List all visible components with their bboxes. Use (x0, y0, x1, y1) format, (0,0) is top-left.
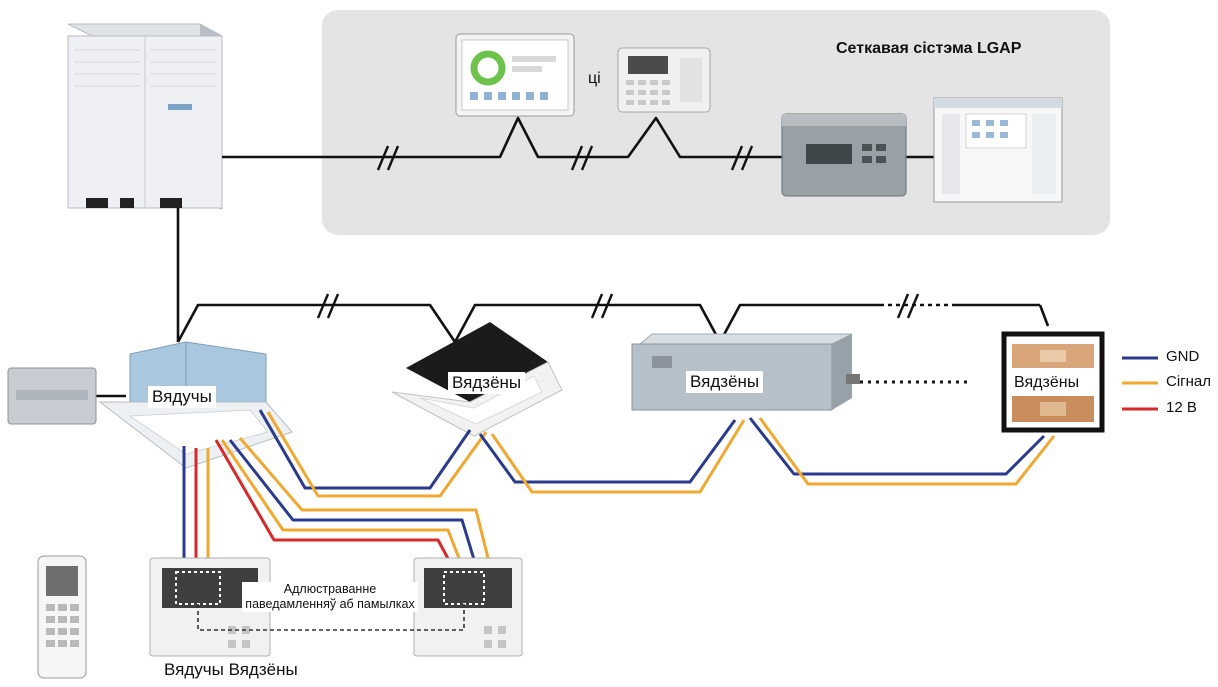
slave-unit-label-3: Вядзёны (1012, 373, 1082, 393)
gateway-unit (781, 113, 907, 197)
break-marks (316, 145, 920, 319)
legend-signal-label: Сігнал (1166, 373, 1212, 390)
network-title: Сеткавая сістэма LGAP (836, 40, 1022, 57)
local-controller-slave (413, 557, 523, 657)
handheld-remote (37, 555, 87, 679)
slave-wall-unit (1001, 331, 1105, 433)
communication-wiring (95, 116, 1050, 398)
inter-unit-cables (258, 409, 1056, 498)
legend-power-label: 12 В (1166, 399, 1197, 416)
pc-software-window (933, 97, 1063, 203)
wired-remote-left (7, 367, 97, 425)
error-display-line-2: паведамленняў аб памылках (245, 597, 415, 611)
simple-central-controller (617, 47, 711, 113)
slave-unit-label-2: Вядзёны (686, 371, 764, 393)
touch-controller (455, 33, 575, 117)
controller-cables (182, 437, 492, 567)
slave-unit-label-1: Вядзёны (448, 372, 526, 394)
master-unit-label: Вядучы (148, 386, 216, 408)
legend-swatches (1122, 356, 1158, 411)
controller-suffix: ці (588, 70, 601, 87)
error-display-line-1: Адлюстраванне (283, 582, 377, 596)
error-display-link (197, 604, 465, 631)
outdoor-unit (67, 23, 223, 210)
error-display-caption: Адлюстраванне паведамленняў аб памылках (242, 582, 418, 612)
bottom-controller-label: Вядучы Вядзёны (164, 660, 298, 679)
legend-gnd-label: GND (1166, 348, 1200, 365)
